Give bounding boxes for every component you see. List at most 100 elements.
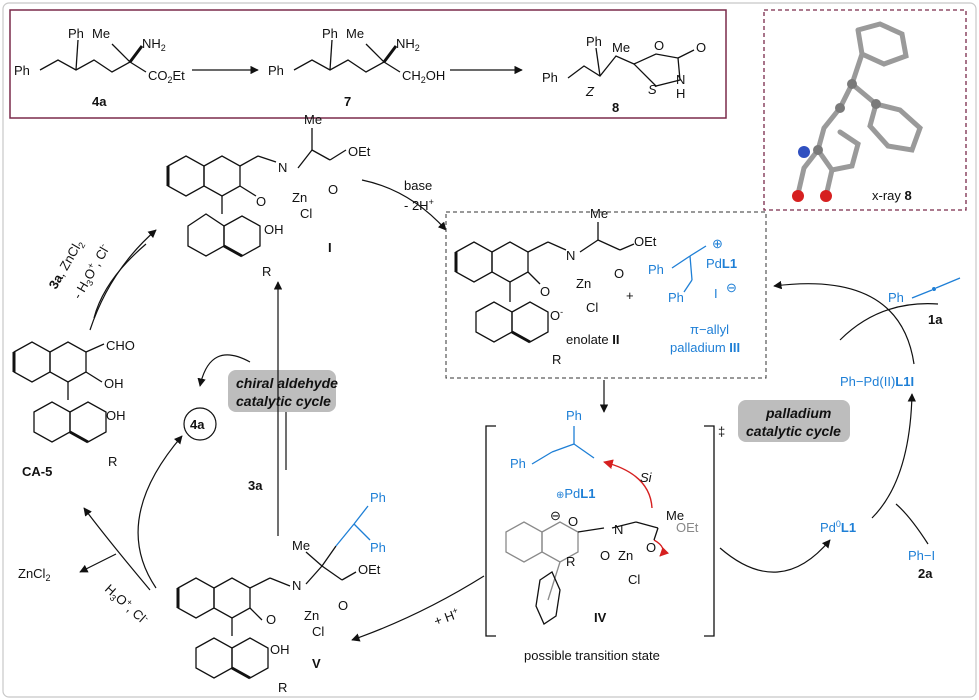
allene-label: 1a: [928, 312, 943, 327]
enolate-zn: Zn: [576, 276, 591, 291]
ts-dagger: ‡: [718, 424, 725, 439]
pd-III-ph1: Ph: [648, 262, 664, 277]
compound-7: Ph Ph Me NH2 CH2OH 7: [268, 26, 445, 109]
allene-ph: Ph: [888, 290, 904, 305]
arrow-allene-in: [839, 303, 939, 341]
ts-n: N: [614, 522, 623, 537]
compound-7-ph-left: Ph: [268, 63, 284, 78]
compound-4a-ester: CO2Et: [148, 68, 185, 85]
CA-5-r: R: [108, 454, 117, 469]
compound-8-label: 8: [612, 100, 619, 115]
pd-III-palladium: palladium III: [670, 340, 740, 355]
compound-8-ph-left: Ph: [542, 70, 558, 85]
compound-8-ring-o: O: [654, 38, 664, 53]
product-V-ph1: Ph: [370, 490, 386, 505]
palladium-cycle-pill: [738, 400, 850, 442]
catalyst-I-oet: OEt: [348, 144, 371, 159]
compound-7-label: 7: [344, 94, 351, 109]
catalyst-I-oh: OH: [264, 222, 284, 237]
product-4a-circle: [183, 407, 217, 441]
enolate-oet: OEt: [634, 234, 657, 249]
xray-structure: [792, 21, 923, 202]
compound-8-ph-top: Ph: [586, 34, 602, 49]
compound-7-nh2: NH2: [396, 36, 420, 53]
palladium-cycle-line2: catalytic cycle: [746, 423, 841, 439]
product-V-r: R: [278, 680, 287, 695]
arrow-pd0-to-phpd: [871, 393, 917, 519]
enolate-o-minus: O-: [550, 307, 563, 323]
ts-o-minus-charge: ⊖: [550, 508, 561, 523]
arrow-plus-h: + H+: [432, 605, 462, 629]
enolate-II: Me OEt N O Zn O Cl O- R enolate II +: [454, 206, 657, 367]
arrow-ts-to-pd0: [719, 539, 831, 573]
compound-4a-me: Me: [92, 26, 110, 41]
chiral-cycle-curl: [197, 354, 251, 387]
arrow-3a-mid: 3a: [248, 478, 263, 493]
palladium-cycle-line1: palladium: [765, 405, 831, 421]
compound-8-n: N: [676, 72, 685, 87]
arrow-phi-in: [895, 503, 929, 545]
chiral-cycle-line1: chiral aldehyde: [236, 375, 338, 391]
ts-cl: Cl: [628, 572, 640, 587]
product-V-o1: O: [266, 612, 276, 627]
product-4a-label: 4a: [190, 417, 205, 432]
arrow-to-ca5: [83, 507, 151, 591]
allene-1a: Ph 1a: [888, 277, 961, 327]
pi-allyl-palladium-III: Ph Ph PdL1 ⊕ I ⊖ π−allyl palladium III: [648, 236, 740, 355]
ts-o2-left: O: [600, 548, 610, 563]
CA-5-oh1: OH: [104, 376, 124, 391]
xray-caption: x-ray 8: [872, 188, 912, 203]
product-V-me: Me: [292, 538, 310, 553]
pd-III-pd: PdL1: [706, 256, 737, 271]
arrow-ts-to-V: [351, 575, 485, 642]
ts-red-arrow-2: [653, 539, 670, 557]
compound-8-carbonyl-o: O: [696, 40, 706, 55]
pd-III-ph2: Ph: [668, 290, 684, 305]
arrow-base-label: base: [404, 178, 432, 193]
product-V-o2: O: [338, 598, 348, 613]
pd-III-iodide-charge: ⊖: [726, 280, 737, 295]
compound-7-alcohol: CH2OH: [402, 68, 445, 85]
ts-me: Me: [666, 508, 684, 523]
arrow-V-to-4a: [137, 435, 183, 589]
arrow-I-to-ca5: [93, 243, 147, 319]
enolate-r: R: [552, 352, 561, 367]
enolate-cl: Cl: [586, 300, 598, 315]
product-V-label: V: [312, 656, 321, 671]
ph-pd-label: Ph−Pd(II)L1I: [840, 374, 914, 389]
catalyst-I-o1: O: [256, 194, 266, 209]
xray-box: [763, 9, 967, 211]
catalyst-I-label: I: [328, 240, 332, 255]
enolate-plus: +: [626, 288, 634, 303]
enolate-label: enolate II: [566, 332, 620, 347]
compound-8-z: Z: [585, 84, 595, 99]
catalyst-I-zn: Zn: [292, 190, 307, 205]
zncl2-label: ZnCl2: [18, 566, 50, 583]
catalyst-I-cl: Cl: [300, 206, 312, 221]
product-V-oh: OH: [270, 642, 290, 657]
compound-7-me: Me: [346, 26, 364, 41]
CA-5-oh2: OH: [106, 408, 126, 423]
compound-8-s: S: [648, 82, 657, 97]
ph-i-num: 2a: [918, 566, 933, 581]
chiral-cycle-pill: [228, 370, 336, 412]
product-V-ph2: Ph: [370, 540, 386, 555]
enolate-me: Me: [590, 206, 608, 221]
arrow-minus-2h: - 2H+: [404, 197, 434, 213]
transition-state-IV: Ph Ph ⊕PdL1 Si Me OEt N O O O Zn Cl R ⊖ …: [505, 408, 699, 625]
compound-7-ph-top: Ph: [322, 26, 338, 41]
CA-5-label: CA-5: [22, 464, 52, 479]
ts-pd: ⊕PdL1: [556, 486, 595, 501]
chiral-cycle-line2: catalytic cycle: [236, 393, 331, 409]
ts-o1: O: [568, 514, 578, 529]
enolate-o1: O: [540, 284, 550, 299]
top-scheme-box: [9, 9, 727, 119]
ph-i-label: Ph−I: [908, 548, 935, 563]
product-V-cl: Cl: [312, 624, 324, 639]
arrow-h3o-cl-bottom: H3O+, Cl-: [101, 580, 152, 628]
compound-4a-label: 4a: [92, 94, 107, 109]
ts-ph1: Ph: [510, 456, 526, 471]
